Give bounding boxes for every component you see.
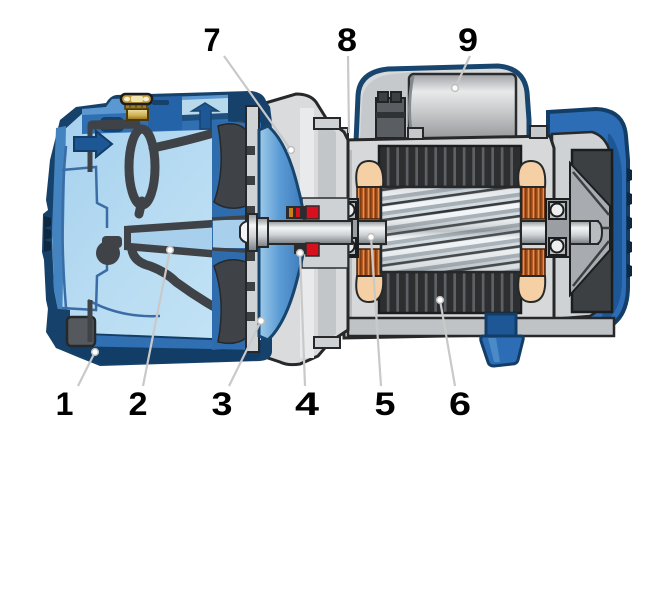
svg-text:7: 7 (204, 22, 221, 58)
svg-text:3: 3 (212, 386, 233, 422)
svg-text:8: 8 (337, 22, 357, 58)
svg-text:6: 6 (449, 386, 471, 422)
svg-text:9: 9 (458, 22, 478, 58)
svg-text:4: 4 (295, 386, 319, 422)
svg-text:1: 1 (56, 386, 74, 422)
svg-text:5: 5 (375, 386, 396, 422)
svg-text:2: 2 (129, 386, 148, 422)
